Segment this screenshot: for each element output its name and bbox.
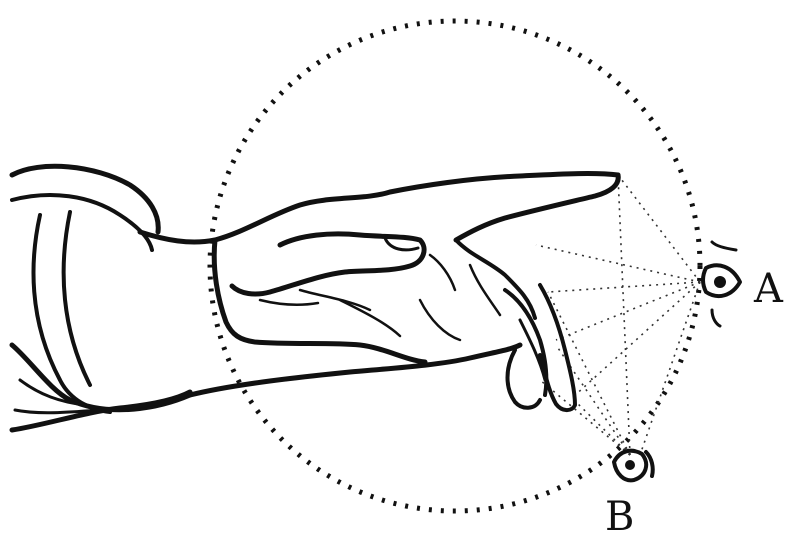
hand-illustration: [9, 163, 621, 433]
label-a: A: [753, 266, 784, 312]
eye-icon: [612, 448, 655, 483]
dotted-circle: [207, 18, 703, 514]
eye-icon: [701, 240, 742, 328]
sight-lines-a: [535, 174, 701, 456]
label-b: B: [605, 494, 634, 540]
sight-lines-b: [539, 174, 631, 456]
